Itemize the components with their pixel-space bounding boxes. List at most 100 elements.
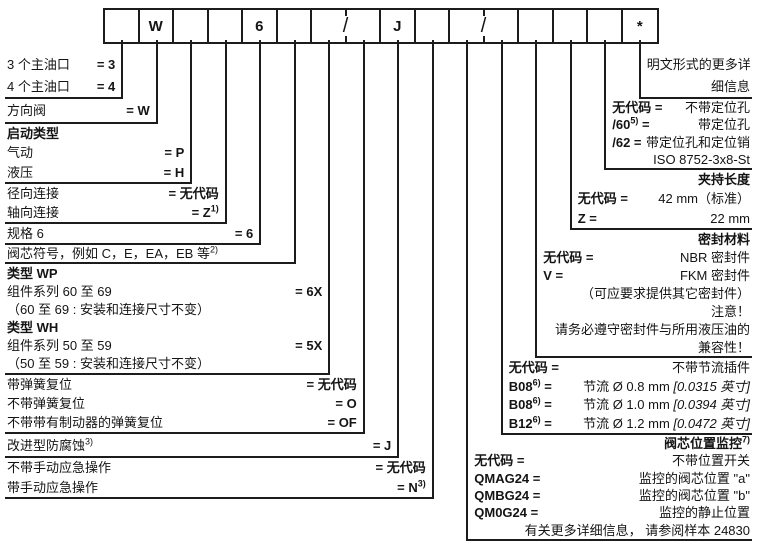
code-box-blank: [174, 10, 209, 42]
option-description: 带定位孔和定位销: [646, 136, 750, 149]
option-label: 不带弹簧复位: [7, 397, 85, 410]
connector-vline-pos6: [293, 40, 296, 264]
option-row: 密封材料: [543, 230, 750, 248]
option-row: 有关更多详细信息， 请参阅样本 24830: [474, 522, 750, 539]
option-description: 明文形式的更多详: [647, 58, 751, 71]
option-code-text: = N: [397, 479, 418, 495]
connector-vline-pos11: [466, 40, 469, 541]
option-row: 无代码 =不带节流插件: [509, 358, 750, 377]
option-row: 注意！: [543, 302, 750, 320]
option-description-text: 22 mm: [710, 210, 750, 226]
option-row: 细信息: [647, 76, 750, 98]
option-row: Z = 22 mm: [578, 209, 750, 228]
option-row: B126) =节流 Ø 1.2 mm [0.0472 英寸]: [509, 414, 750, 433]
option-row: 规格 6 = 6: [7, 224, 256, 243]
option-code-value: = 无代码: [169, 187, 222, 200]
option-row: 不带弹簧复位= O: [7, 394, 360, 413]
connector-vline-pos15: [604, 40, 607, 170]
option-row: 启动类型: [7, 124, 187, 143]
code-box-blank: [519, 10, 554, 42]
option-description-text: 监控的静止位置: [658, 505, 750, 521]
option-description: ISO 8752-3x8-St: [653, 153, 750, 166]
option-description-inch: [0.0315 英寸]: [673, 378, 750, 394]
option-code: 无代码 =: [543, 251, 593, 264]
option-row: 3 个主油口 = 3: [7, 54, 118, 76]
option-description: 42 mm（标准）: [658, 192, 750, 205]
footnote-marker: 1): [210, 203, 219, 214]
option-code: 无代码 =: [578, 192, 628, 205]
option-code-text: V =: [543, 267, 564, 283]
option-description: 请务必遵守密封件与所用液压油的: [555, 323, 750, 336]
option-description-inch: [0.0472 英寸]: [673, 416, 750, 432]
code-box-char: /: [342, 14, 349, 37]
option-code-value: = 无代码: [376, 461, 429, 474]
option-label: 径向连接: [7, 187, 59, 200]
footnote-marker: 6): [532, 414, 541, 425]
code-box-blank: [278, 10, 312, 42]
connector-vline-pos1: [121, 40, 124, 99]
option-row: 气动= P: [7, 143, 187, 162]
option-code-text: = W: [126, 103, 150, 118]
slash-separator-box: /: [450, 10, 519, 42]
option-code-text: = 3: [96, 57, 116, 73]
option-code-text: 无代码 =: [612, 100, 663, 116]
footnote-marker: 6): [532, 377, 541, 388]
code-box-blank: [588, 10, 623, 42]
code-box-char: /: [480, 14, 487, 37]
option-description: 阀芯位置监控7): [664, 435, 750, 450]
option-label-text: 不带带有制动器的弹簧复位: [7, 415, 164, 430]
connector-vline-pos5: [259, 40, 262, 245]
option-label-text: 方向阀: [7, 103, 47, 118]
left-block-divider: [5, 497, 434, 499]
left-block-2: 方向阀 = W: [7, 99, 153, 122]
option-label-text: 改进型防腐蚀: [7, 437, 86, 453]
option-code: 无代码 =: [509, 361, 559, 374]
right-block-divider: [569, 228, 752, 230]
option-label: 方向阀: [7, 104, 46, 117]
option-row: 无代码 =不带位置开关: [474, 452, 750, 469]
option-row: 组件系列 60 至 69= 6X: [7, 282, 325, 300]
option-description-text: 夹持长度: [697, 172, 750, 188]
option-row: 带弹簧复位= 无代码: [7, 375, 360, 394]
connector-vline-pos14: [569, 40, 572, 230]
option-description-text: 带定位孔和定位销: [645, 134, 750, 150]
option-code: Z =: [578, 212, 597, 225]
option-row: （50 至 59 : 安装和连接尺寸不变）: [7, 355, 325, 373]
option-label: 启动类型: [7, 127, 59, 140]
option-code: QMAG24 =: [474, 472, 540, 485]
option-code: B086) =: [509, 397, 552, 412]
option-description: 监控的阀芯位置 "a": [639, 472, 750, 485]
option-label: 规格 6: [7, 227, 44, 240]
left-block-divider: [5, 456, 400, 458]
connector-vline-pos9: [397, 40, 400, 458]
option-row: 类型 WP: [7, 264, 325, 282]
code-box-*: *: [623, 10, 658, 42]
option-code-value: = 无代码: [307, 378, 360, 391]
option-code: QM0G24 =: [474, 506, 538, 519]
code-box-char: 6: [255, 17, 264, 35]
option-row: /605) =带定位孔: [612, 116, 750, 133]
option-description-inch: [0.0394 英寸]: [673, 397, 750, 413]
option-code-text: = 6: [234, 226, 254, 241]
option-label: 3 个主油口: [7, 58, 70, 71]
footnote-marker: 3): [417, 478, 426, 489]
option-label-text: 不带手动应急操作: [7, 460, 112, 476]
option-row: 改进型防腐蚀3)= J: [7, 434, 394, 456]
option-row: 无代码 =NBR 密封件: [543, 248, 750, 266]
option-row: /62 = 带定位孔和定位销: [612, 134, 750, 151]
option-description: 22 mm: [710, 212, 750, 225]
option-code: /62 =: [612, 136, 641, 149]
option-label-text: 不带弹簧复位: [7, 396, 86, 411]
option-code-value: = 6: [235, 227, 256, 240]
option-code-value: = H: [164, 166, 188, 179]
option-code-text: B08: [508, 378, 533, 394]
code-box-W: W: [140, 10, 174, 42]
option-row: （60 至 69 : 安装和连接尺寸不变）: [7, 300, 325, 318]
option-label-text: （60 至 69 : 安装和连接尺寸不变）: [7, 301, 210, 317]
option-code: /605) =: [612, 117, 649, 132]
option-description: 监控的静止位置: [659, 506, 750, 519]
right-block-divider: [638, 97, 752, 99]
